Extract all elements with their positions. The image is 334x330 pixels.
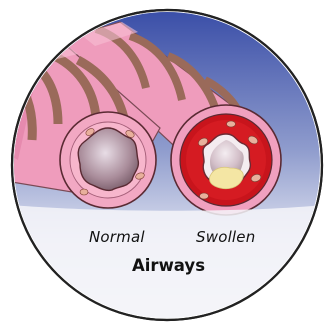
swollen-airway-cross-section [171, 105, 281, 215]
airways-title: Airways [132, 256, 205, 275]
swollen-label: Swollen [196, 228, 255, 246]
normal-airway-cross-section [60, 112, 156, 208]
normal-label: Normal [89, 228, 145, 246]
